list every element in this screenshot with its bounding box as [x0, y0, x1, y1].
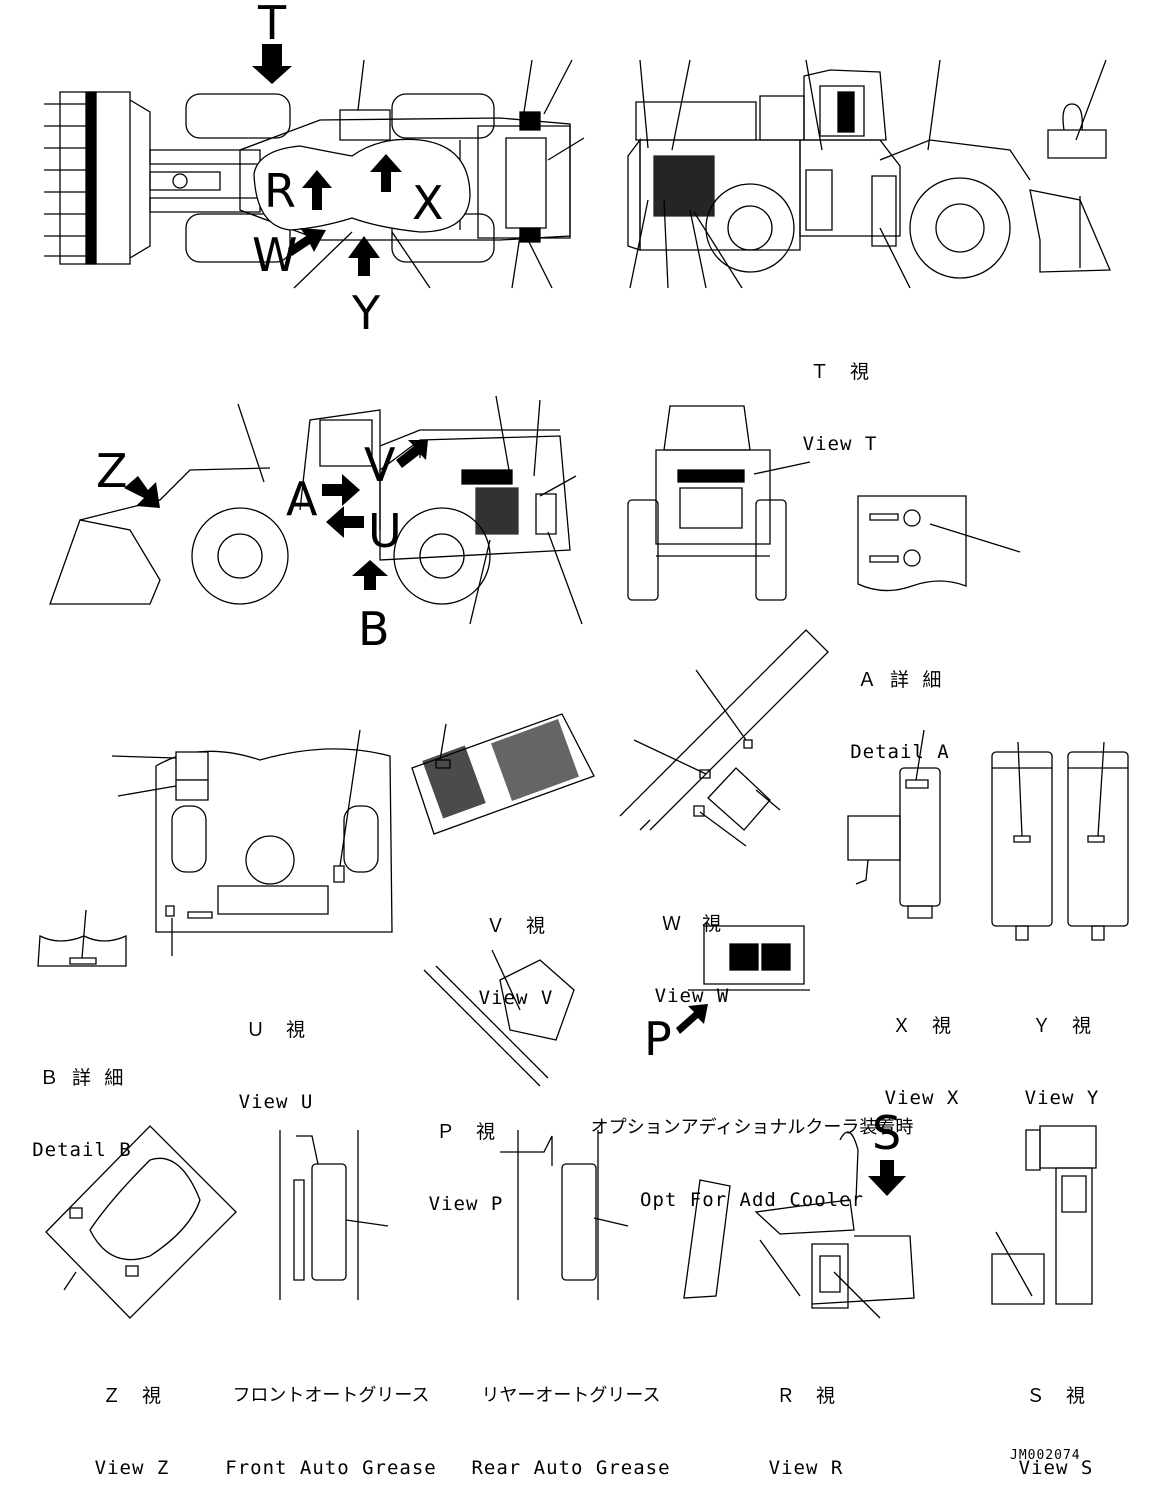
- view-arrows-side: [124, 440, 428, 590]
- caption-view-u-jp: Ｕ 視: [245, 1019, 306, 1041]
- view-p-drawing: [424, 960, 574, 1086]
- view-letter-b: B: [358, 602, 390, 656]
- caption-view-v: Ｖ 視 View V: [456, 866, 576, 1034]
- leader-lines-view-w: [634, 670, 780, 846]
- caption-view-w-jp: Ｗ 視: [661, 913, 722, 935]
- view-z-drawing: [46, 1126, 236, 1318]
- caption-view-x-jp: Ｘ 視: [891, 1015, 952, 1037]
- leader-lines-view-y: [1018, 742, 1104, 836]
- leader-line-rear: [754, 462, 810, 474]
- leader-lines-view-u: [112, 730, 360, 956]
- leader-line-rear-grease: [594, 1218, 628, 1226]
- caption-detail-b-jp: Ｂ 詳 細: [39, 1067, 125, 1089]
- caption-view-x-en: View X: [884, 1087, 960, 1109]
- caption-detail-b-en: Detail B: [32, 1139, 132, 1161]
- detail-a-drawing: [858, 496, 1020, 591]
- caption-view-p: Ｐ 視 View P: [406, 1072, 526, 1240]
- caption-view-r-jp: Ｒ 視: [775, 1385, 836, 1407]
- caption-front-grease-en: Front Auto Grease: [225, 1457, 437, 1479]
- view-letter-t: T: [258, 0, 287, 50]
- caption-front-grease: フロントオートグリース Front Auto Grease: [216, 1336, 446, 1504]
- leader-line-view-s: [996, 1232, 1032, 1296]
- view-u-drawing: [156, 749, 392, 932]
- leader-line-view-v: [440, 724, 446, 760]
- top-plan-view: [44, 92, 570, 264]
- caption-opt-cooler-jp: オプションアディショナルクーラ装着時: [590, 1117, 914, 1138]
- caption-view-u-en: View U: [238, 1091, 314, 1113]
- view-v-drawing: [412, 714, 594, 834]
- caption-rear-grease-en: Rear Auto Grease: [471, 1457, 671, 1479]
- caption-view-w-en: View W: [654, 985, 730, 1007]
- caption-view-z-en: View Z: [94, 1457, 170, 1479]
- view-letter-x: X: [412, 176, 444, 230]
- leader-line-view-p: [492, 950, 520, 1010]
- view-letter-s: S: [872, 1106, 902, 1160]
- caption-view-s-jp: Ｓ 視: [1025, 1385, 1086, 1407]
- caption-view-p-en: View P: [428, 1193, 504, 1215]
- caption-view-z: Ｚ 視 View Z: [72, 1336, 192, 1504]
- caption-detail-b: Ｂ 詳 細 Detail B: [22, 1018, 142, 1186]
- caption-detail-a-jp: Ａ 詳 細: [857, 669, 943, 691]
- caption-view-t-jp: Ｔ 視: [809, 361, 870, 383]
- caption-view-z-jp: Ｚ 視: [101, 1385, 162, 1407]
- caption-view-r: Ｒ 視 View R: [746, 1336, 866, 1504]
- view-letter-u: U: [368, 504, 402, 558]
- caption-view-p-jp: Ｐ 視: [435, 1121, 496, 1143]
- leader-lines-view-t: [630, 60, 1106, 288]
- caption-front-grease-jp: フロントオートグリース: [232, 1385, 430, 1406]
- caption-opt-cooler-en: Opt For Add Cooler: [640, 1189, 864, 1211]
- caption-rear-grease-jp: リヤーオートグリース: [481, 1385, 661, 1406]
- arrow-s: [868, 1160, 906, 1196]
- view-letter-r: R: [264, 164, 296, 218]
- caption-view-v-jp: Ｖ 視: [485, 915, 546, 937]
- leader-line-front-grease: [346, 1220, 388, 1226]
- caption-view-v-en: View V: [478, 987, 554, 1009]
- arrow-p: [676, 1004, 708, 1034]
- view-x-drawing: [848, 768, 940, 918]
- caption-view-u: Ｕ 視 View U: [216, 970, 336, 1138]
- add-cooler-drawing: [688, 926, 810, 990]
- view-arrows-top: [252, 44, 402, 276]
- caption-view-s-en: View S: [1018, 1457, 1094, 1479]
- caption-view-t: Ｔ 視 View T: [780, 312, 900, 480]
- caption-view-s: Ｓ 視 View S: [996, 1336, 1116, 1504]
- side-view-left: [50, 410, 570, 604]
- side-view-t: [628, 70, 1110, 278]
- view-letter-a: A: [286, 472, 318, 526]
- caption-view-y: Ｙ 視 View Y: [1002, 966, 1122, 1134]
- caption-opt-cooler: オプションアディショナルクーラ装着時 Opt For Add Cooler: [580, 1068, 924, 1236]
- leader-line-view-x: [916, 730, 924, 780]
- caption-view-x: Ｘ 視 View X: [862, 966, 982, 1134]
- view-r-drawing: [684, 1132, 914, 1308]
- caption-detail-a-en: Detail A: [850, 741, 950, 763]
- leader-line-view-z: [64, 1272, 76, 1290]
- caption-detail-a: Ａ 詳 細 Detail A: [840, 620, 960, 788]
- view-letter-w: W: [252, 228, 298, 282]
- leader-line-view-r: [834, 1272, 880, 1318]
- view-y-drawing: [992, 752, 1128, 940]
- view-letter-v: V: [364, 438, 396, 492]
- caption-view-r-en: View R: [768, 1457, 844, 1479]
- view-letter-z: Z: [96, 444, 128, 498]
- detail-b-drawing: [38, 910, 126, 966]
- caption-rear-grease: リヤーオートグリース Rear Auto Grease: [458, 1336, 684, 1504]
- view-s-drawing: [992, 1126, 1096, 1304]
- drawing-code: JM002074: [1010, 1448, 1081, 1463]
- caption-view-w: Ｗ 視 View W: [632, 864, 752, 1032]
- rear-view: [628, 406, 786, 600]
- view-letter-y: Y: [352, 286, 381, 340]
- leader-lines-side: [238, 396, 582, 624]
- caption-view-t-en: View T: [802, 433, 878, 455]
- caption-view-y-en: View Y: [1024, 1087, 1100, 1109]
- view-w-drawing: [620, 630, 828, 830]
- caption-view-y-jp: Ｙ 視: [1031, 1015, 1092, 1037]
- view-letter-p: P: [644, 1012, 672, 1066]
- leader-lines-top: [294, 60, 584, 288]
- rear-grease-drawing: [500, 1130, 598, 1300]
- front-grease-drawing: [280, 1130, 358, 1300]
